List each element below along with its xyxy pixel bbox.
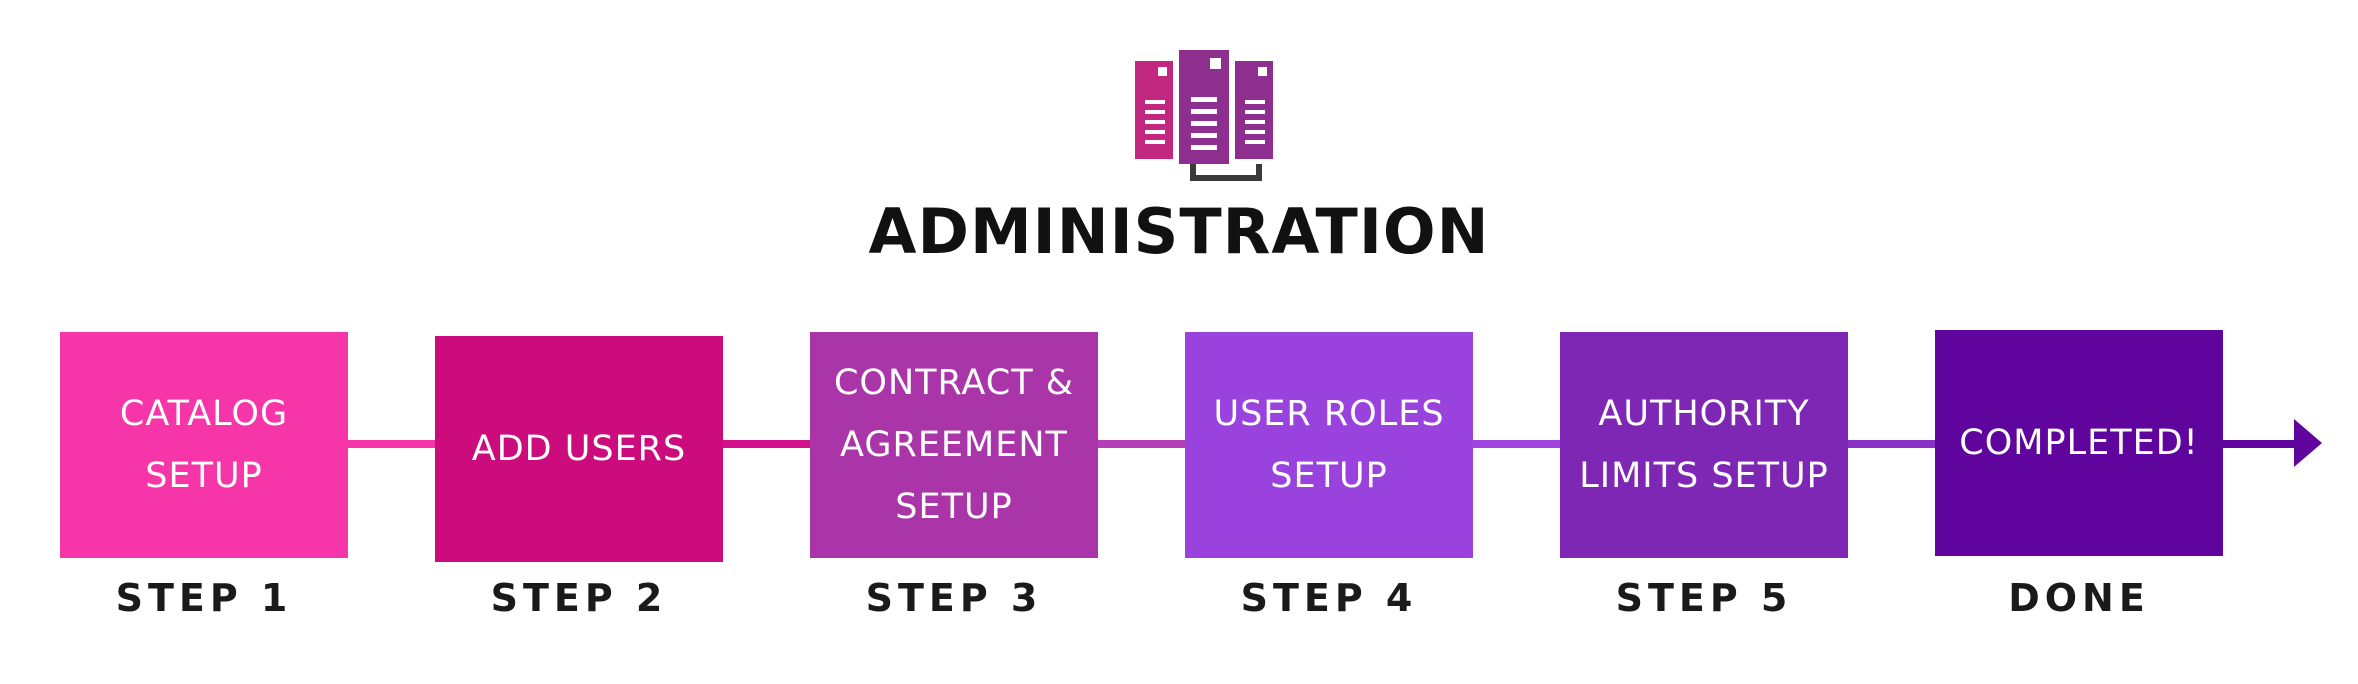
connector-line-4 [1473,440,1560,448]
connector-line-3 [1098,440,1185,448]
page-title: ADMINISTRATION [868,195,1490,268]
connector-line-1 [348,440,435,448]
server-rack-icon [1135,50,1273,181]
step-box-user-roles-setup: USER ROLES SETUP [1185,332,1473,558]
step-box-completed: COMPLETED! [1935,330,2223,556]
connector-line-6 [2223,440,2295,448]
step-box-authority-limits-setup: AUTHORITY LIMITS SETUP [1560,332,1848,558]
connector-line-2 [723,440,810,448]
arrow-head-icon [2294,419,2322,467]
step-box-add-users: ADD USERS [435,336,723,562]
step-box-contract-agreement-setup: CONTRACT & AGREEMENT SETUP [810,332,1098,558]
step-label-4: STEP 4 [1240,576,1418,620]
step-label-5: STEP 5 [1615,576,1793,620]
step-label-1: STEP 1 [115,576,293,620]
step-label-3: STEP 3 [865,576,1043,620]
step-label-done: DONE [2008,576,2150,620]
step-label-2: STEP 2 [490,576,668,620]
step-box-catalog-setup: CATALOG SETUP [60,332,348,558]
connector-line-5 [1848,440,1935,448]
